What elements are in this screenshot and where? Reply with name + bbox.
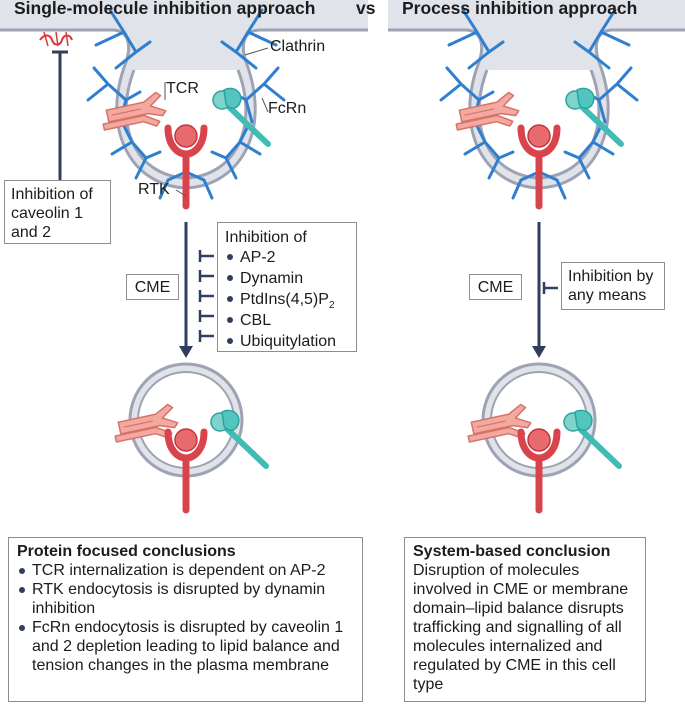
inhibition-of-box: Inhibition of AP-2 Dynamin PtdIns(4,5)P2… xyxy=(217,222,357,352)
left-panel-title: Single-molecule inhibition approach xyxy=(14,0,316,18)
rtk-label: RTK xyxy=(138,181,170,198)
system-based-conclusion-box: System-based conclusion Disruption of mo… xyxy=(404,537,646,702)
right-panel-title: Process inhibition approach xyxy=(402,0,638,18)
conclusion-bullet: FcRn endocytosis is disrupted by caveoli… xyxy=(17,618,354,675)
left-endosome xyxy=(128,362,244,478)
vs-label: vs xyxy=(356,0,376,18)
clathrin-label: Clathrin xyxy=(270,38,326,55)
left-conclusion-list: TCR internalization is dependent on AP-2… xyxy=(17,561,354,675)
inhibition-item: PtdIns(4,5)P2 xyxy=(225,289,349,312)
caveolin-line-1: Inhibition of xyxy=(11,186,93,203)
leader-lines xyxy=(164,47,269,197)
right-conclusion-title: System-based conclusion xyxy=(413,543,611,560)
conclusion-bullet: TCR internalization is dependent on AP-2 xyxy=(17,561,354,580)
inhibition-list: AP-2 Dynamin PtdIns(4,5)P2 CBL Ubiquityl… xyxy=(225,247,349,352)
inhibition-item: CBL xyxy=(225,310,349,331)
inhibition-ticks xyxy=(198,250,214,342)
inhibition-item: AP-2 xyxy=(225,247,349,268)
caveolin-line-2: caveolin 1 xyxy=(11,205,84,222)
protein-focused-conclusions-box: Protein focused conclusions TCR internal… xyxy=(8,537,363,702)
tcr-label: TCR xyxy=(166,80,199,97)
fcrn-label: FcRn xyxy=(268,100,307,117)
cme-box-left: CME xyxy=(126,274,179,300)
cme-box-right: CME xyxy=(469,274,522,300)
right-cme-arrow xyxy=(532,222,558,358)
inhibition-item: Ubiquitylation xyxy=(225,331,349,352)
conclusion-bullet: RTK endocytosis is disrupted by dynamin … xyxy=(17,580,354,618)
caveolin-line-3: and 2 xyxy=(11,224,52,241)
left-cme-arrow xyxy=(179,222,193,358)
inhibition-item: Dynamin xyxy=(225,268,349,289)
any-means-line-2: any means xyxy=(568,287,647,304)
right-conclusion-text: Disruption of molecules involved in CME … xyxy=(413,562,629,693)
subscript-2: 2 xyxy=(328,300,335,312)
any-means-line-1: Inhibition by xyxy=(568,268,654,285)
left-conclusion-title: Protein focused conclusions xyxy=(17,543,236,560)
caveolin-marker xyxy=(39,31,73,180)
inhibition-heading: Inhibition of xyxy=(225,229,307,246)
caveolin-inhibition-box: Inhibition of caveolin 1 and 2 xyxy=(4,180,111,244)
inhibition-any-means-box: Inhibition by any means xyxy=(561,262,665,310)
